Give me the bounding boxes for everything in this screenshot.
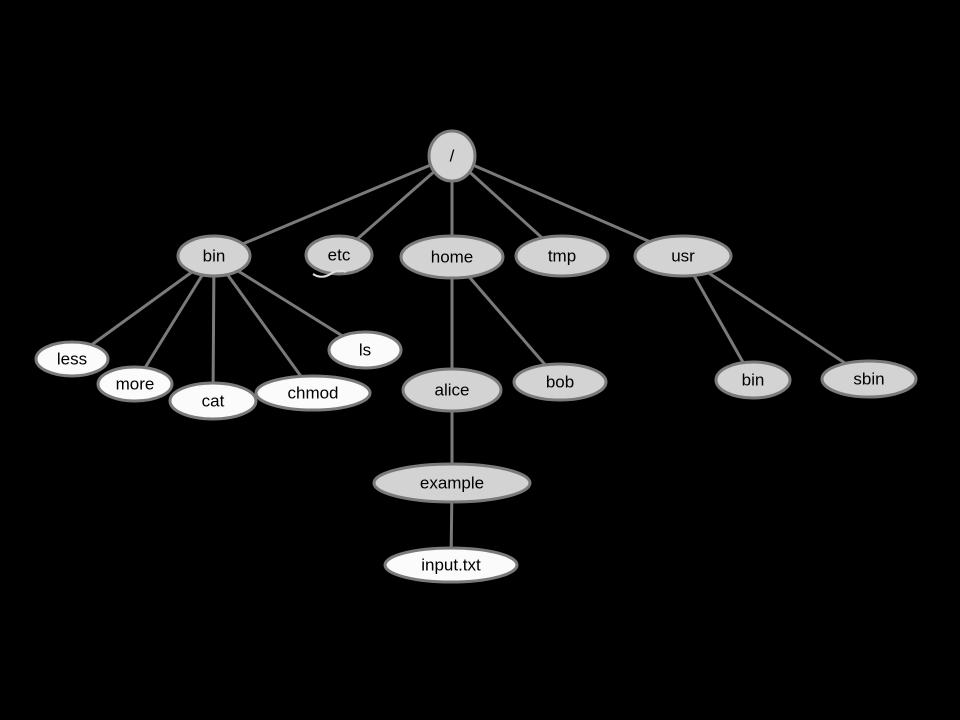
node-cat-shape — [168, 381, 258, 421]
node-tmp-shape — [514, 234, 610, 278]
node-usr-bin-shape — [714, 360, 792, 400]
node-example-shape — [372, 462, 532, 504]
node-input-txt-shape — [383, 546, 519, 584]
sketch-stroke-artifact — [312, 269, 347, 278]
node-tmp-label: tmp — [548, 247, 576, 266]
node-usr-bin: bin — [714, 360, 792, 400]
node-chmod-label: chmod — [287, 384, 338, 403]
edge-root-usr — [450, 154, 685, 258]
node-usr-bin-label: bin — [742, 371, 765, 390]
edge-usr-sbin — [681, 254, 871, 381]
node-more: more — [96, 365, 174, 403]
node-bob-label: bob — [546, 373, 574, 392]
node-example: example — [372, 462, 532, 504]
node-alice: alice — [401, 367, 503, 413]
node-less: less — [34, 340, 110, 378]
node-home-shape — [399, 234, 505, 280]
node-usr-sbin-shape — [820, 359, 918, 399]
node-less-shape — [34, 340, 110, 378]
node-ls: ls — [327, 330, 403, 370]
node-bin-shape — [176, 234, 252, 278]
edge-bin-less — [70, 254, 216, 361]
node-bin-label: bin — [203, 247, 226, 266]
node-bob-shape — [512, 362, 608, 402]
node-tmp: tmp — [514, 234, 610, 278]
edge-root-bin — [212, 154, 454, 258]
node-usr-sbin-label: sbin — [853, 370, 884, 389]
node-less-label: less — [57, 350, 87, 369]
node-cat: cat — [168, 381, 258, 421]
node-bin: bin — [176, 234, 252, 278]
node-etc-label: etc — [328, 246, 351, 265]
node-alice-shape — [401, 367, 503, 413]
node-root-shape — [427, 129, 477, 183]
node-bob: bob — [512, 362, 608, 402]
node-chmod-shape — [254, 374, 372, 412]
node-alice-label: alice — [435, 381, 470, 400]
node-ls-shape — [327, 330, 403, 370]
node-input-txt-label: input.txt — [421, 556, 481, 575]
nodes: / bin etc home tmp usr less more — [34, 129, 918, 584]
edge-bin-chmod — [212, 254, 315, 395]
node-home: home — [399, 234, 505, 280]
node-usr-label: usr — [671, 247, 695, 266]
node-etc-shape — [304, 234, 374, 276]
node-usr-shape — [633, 234, 733, 278]
node-more-shape — [96, 365, 174, 403]
edge-bin-more — [133, 254, 216, 386]
node-etc: etc — [304, 234, 374, 276]
node-ls-label: ls — [359, 341, 371, 360]
node-root-label: / — [450, 147, 455, 166]
node-input-txt: input.txt — [383, 546, 519, 584]
node-home-label: home — [431, 248, 474, 267]
node-usr: usr — [633, 234, 733, 278]
node-usr-sbin: sbin — [820, 359, 918, 399]
edge-bin-cat — [211, 254, 216, 403]
node-chmod: chmod — [254, 374, 372, 412]
node-example-label: example — [420, 474, 484, 493]
node-root: / — [427, 129, 477, 183]
node-cat-label: cat — [202, 392, 225, 411]
node-more-label: more — [116, 375, 155, 394]
